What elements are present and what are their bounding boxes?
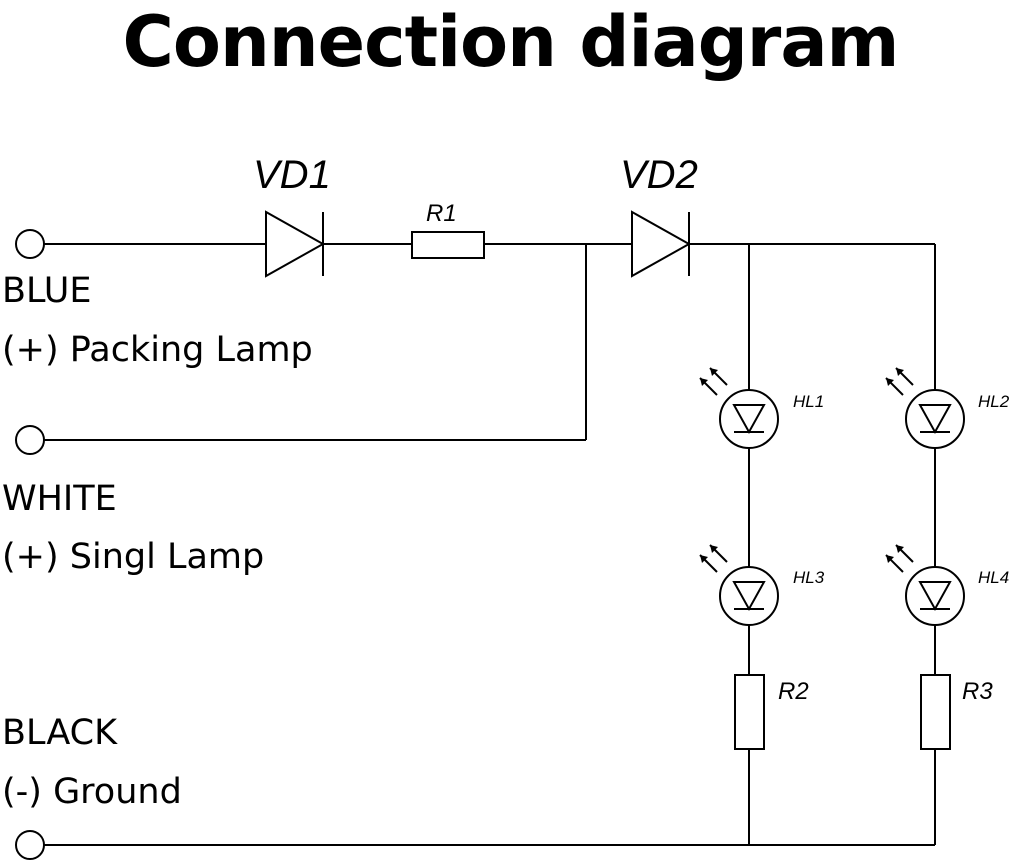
led-hl3[interactable] — [699, 544, 779, 626]
led-hl4[interactable] — [885, 544, 965, 626]
vd2-label: VD2 — [620, 153, 698, 197]
terminal-white-function-label: (+) Singl Lamp — [2, 537, 265, 577]
terminal-black[interactable] — [15, 830, 45, 860]
diagram-title: Connection diagram — [122, 1, 900, 83]
terminal-white[interactable] — [15, 425, 45, 455]
hl4-label: HL4 — [978, 568, 1010, 587]
terminal-black-color-label: BLACK — [2, 713, 118, 753]
terminal-white-color-label: WHITE — [2, 479, 117, 519]
resistor-r3[interactable] — [920, 674, 951, 750]
hl2-label: HL2 — [978, 392, 1010, 411]
resistor-r2[interactable] — [734, 674, 765, 750]
terminal-blue-color-label: BLUE — [2, 271, 92, 311]
terminal-blue[interactable] — [15, 229, 45, 259]
r1-label: R1 — [426, 200, 457, 227]
terminal-black-function-label: (-) Ground — [2, 772, 182, 812]
led-hl2[interactable] — [885, 367, 965, 449]
hl3-label: HL3 — [793, 568, 825, 587]
diode-vd2[interactable] — [631, 210, 692, 278]
resistor-r1[interactable] — [411, 231, 485, 259]
vd1-label: VD1 — [253, 153, 331, 197]
led-hl1[interactable] — [699, 367, 779, 449]
diode-vd1[interactable] — [265, 210, 326, 278]
terminal-blue-function-label: (+) Packing Lamp — [2, 330, 313, 370]
r2-label: R2 — [778, 678, 809, 705]
r3-label: R3 — [962, 678, 993, 705]
hl1-label: HL1 — [793, 392, 825, 411]
